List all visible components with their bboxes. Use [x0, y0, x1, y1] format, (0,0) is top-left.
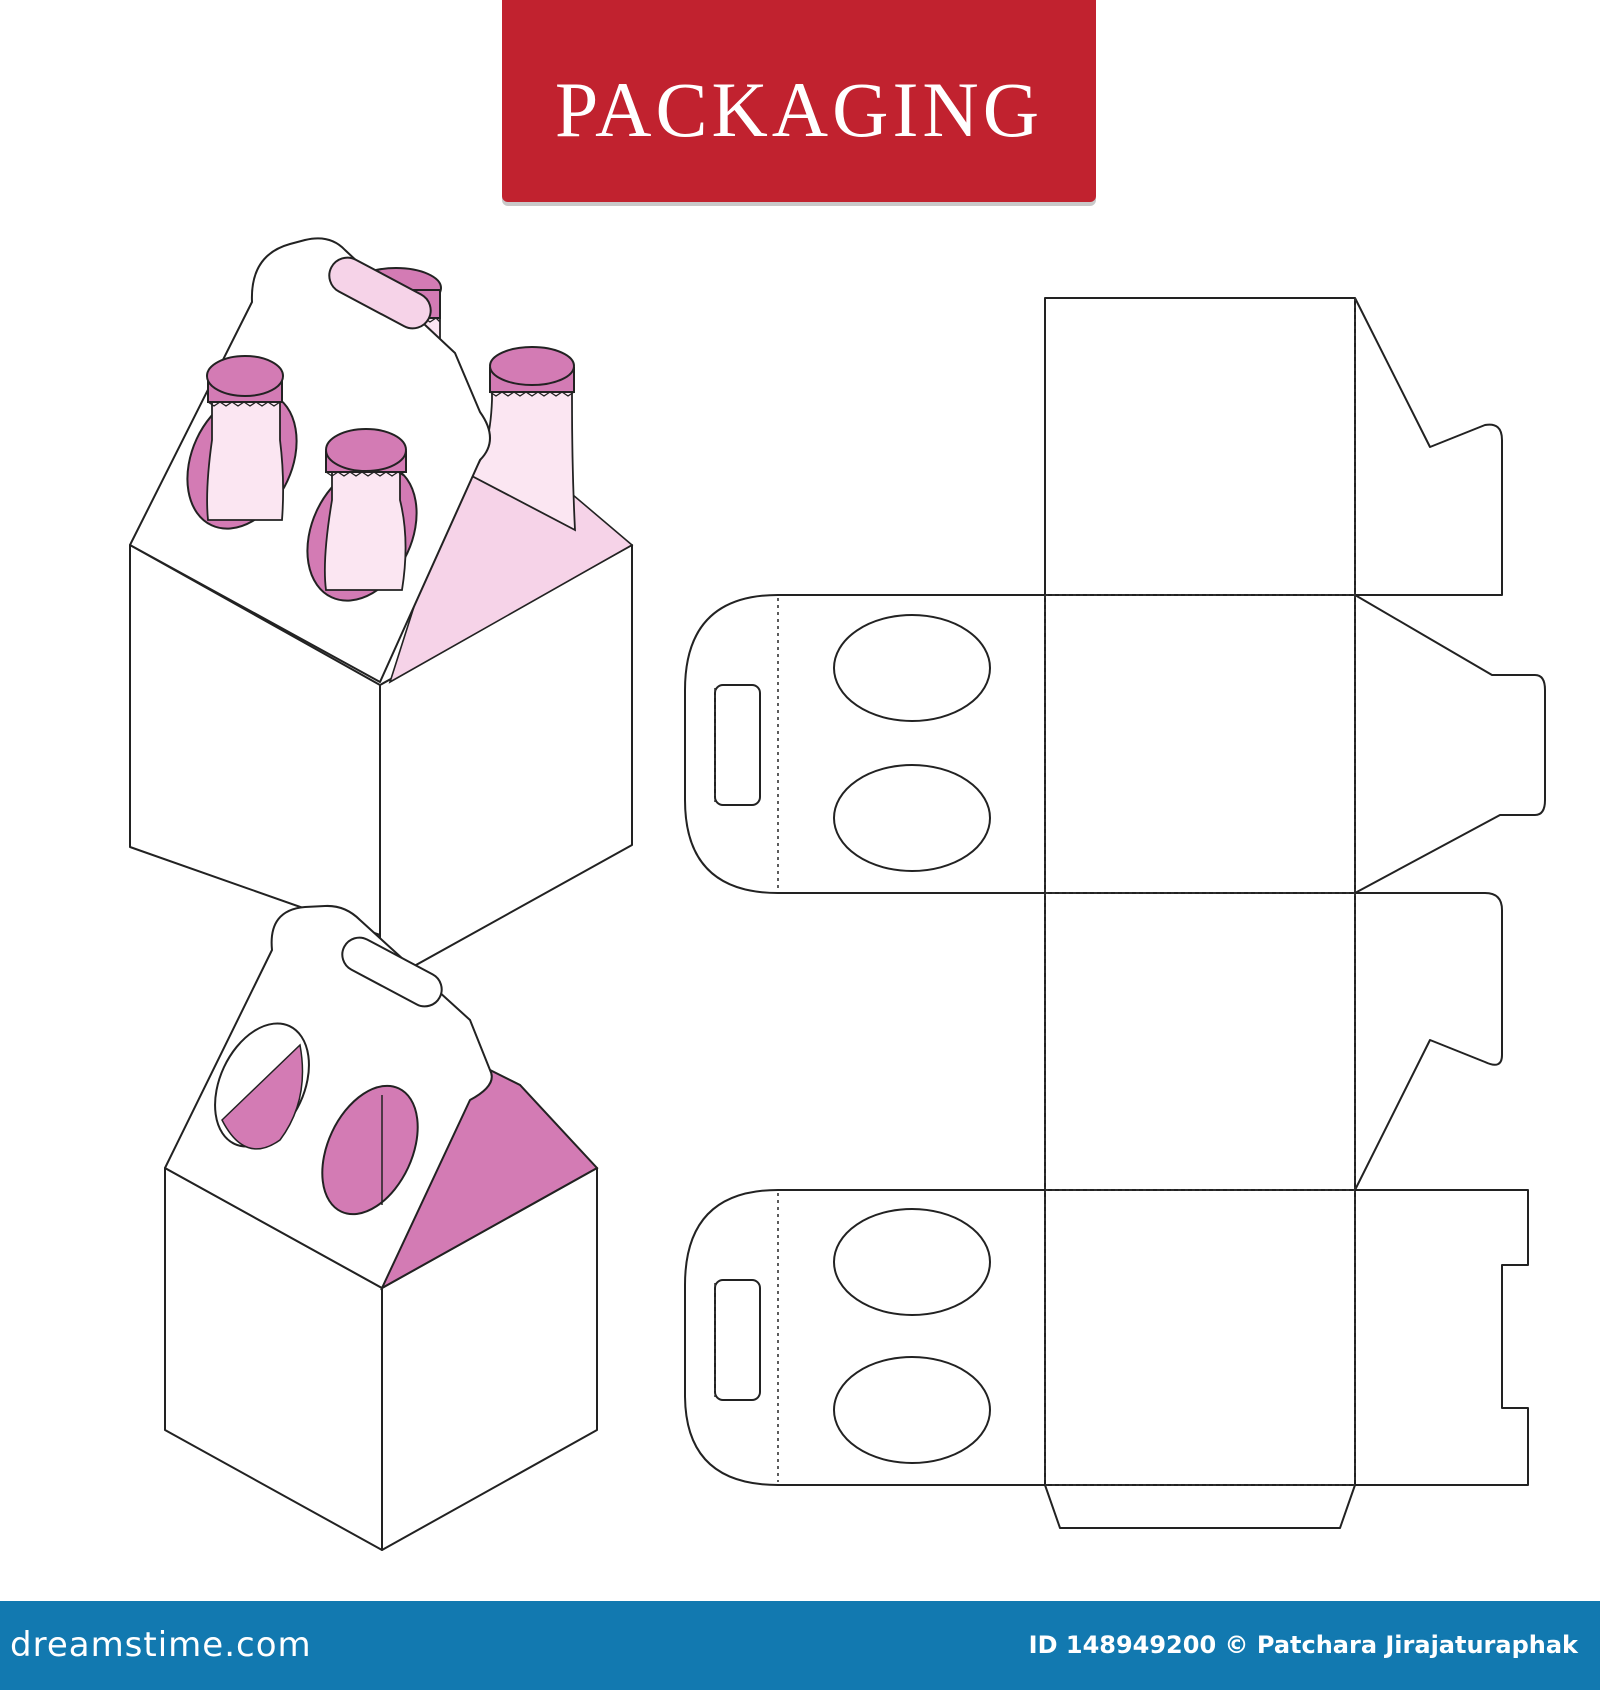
bottle-hole-4 — [321, 1084, 419, 1216]
template-right-flap-1 — [1354, 594, 1546, 894]
assembled-box-empty — [164, 904, 599, 1551]
die-cut-template — [684, 297, 1546, 1529]
template-middle-panel-1 — [1044, 594, 1356, 894]
bottle-front-left — [206, 355, 285, 521]
packaging-illustration — [129, 237, 1546, 1551]
footer-bar: dreamstime.com ID 148949200 © Patchara J… — [0, 1601, 1600, 1690]
template-bottom-panel — [1044, 1189, 1356, 1486]
template-handle-cutout-1 — [714, 684, 761, 806]
title-text: PACKAGING — [554, 66, 1044, 153]
template-bottom-tab — [1044, 1484, 1356, 1529]
footer-credit: ID 148949200 © Patchara Jirajaturaphak — [1028, 1631, 1578, 1659]
bottle-hole-3-pink — [221, 1043, 304, 1150]
template-bottle-hole-4 — [833, 1356, 991, 1464]
title-banner: PACKAGING — [502, 0, 1096, 202]
template-bottle-hole-1 — [833, 614, 991, 722]
footer-logo[interactable]: dreamstime.com — [10, 1625, 312, 1665]
template-handle-panel-1 — [684, 594, 1045, 894]
template-top-panel — [1044, 297, 1356, 596]
template-handle-cutout-2 — [714, 1279, 761, 1401]
template-right-flap-2 — [1354, 892, 1503, 1191]
template-bottle-hole-3 — [833, 1208, 991, 1316]
bottle-front-right — [323, 428, 407, 591]
template-middle-panel-2 — [1044, 892, 1356, 1191]
handle-hole-2 — [341, 936, 443, 1008]
template-top-flap — [1354, 297, 1503, 596]
template-handle-panel-2 — [684, 1189, 1045, 1486]
template-right-lock-flap — [1355, 1189, 1529, 1486]
handle-hole-1 — [328, 256, 432, 330]
assembled-box-with-bottles — [129, 237, 634, 986]
bottle-back-right — [468, 346, 576, 532]
template-bottle-hole-2 — [833, 764, 991, 872]
